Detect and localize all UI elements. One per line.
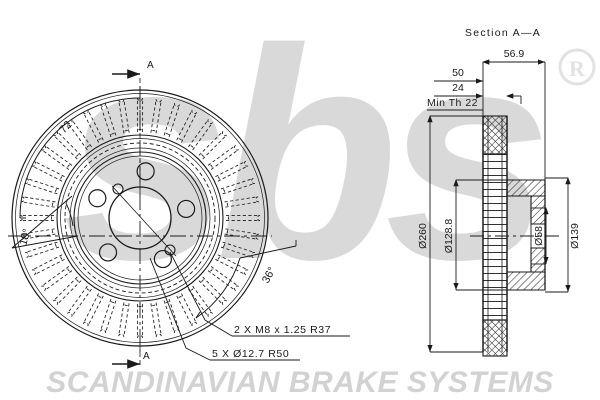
centre-lines [8,86,272,352]
cooling-vane [21,228,56,240]
cooling-vane [53,276,82,305]
cooling-vane [41,266,73,291]
wheel-bolt-hole [88,189,107,208]
dimension-label-50: 50 [452,67,464,79]
wheel-bolt-hole [177,199,196,219]
cooling-vane [150,99,162,134]
dimension-56-9 [482,59,546,180]
dimension-label-24: 24 [452,82,464,94]
cooling-vane [188,119,213,151]
bolt-hole-callout-label: 5 X Ø12.7 R50 [212,348,289,360]
friction-ring-upper [482,115,508,155]
cooling-vane [31,160,65,182]
angle-label-18: 18° [17,228,33,247]
threaded-hole-callout-label: 2 X M8 x 1.25 R37 [234,324,331,336]
cooling-vane [215,160,249,182]
wheel-bolt-hole [153,249,172,269]
friction-ring-section [482,116,508,352]
cooling-vane [24,241,60,258]
threaded-hole-group [112,183,176,256]
rotor-section-view [470,115,563,357]
section-label-bottom-a: A [143,351,150,362]
cooling-vane [82,293,104,327]
svg-text:R: R [569,56,586,81]
dimension-label-diameter-260: Ø260 [417,223,429,249]
cooling-vane [118,99,130,134]
cooling-vane [67,285,92,317]
cooling-vane [163,102,180,138]
dimension-label-min-thickness: Min Th 22 [427,97,478,109]
cooling-vane [67,119,92,151]
dimension-label-diameter-128-8: Ø128.8 [443,219,455,254]
cooling-vane-group [19,97,261,339]
cooling-vane [176,293,198,327]
section-view-title: Section A—A [465,27,541,39]
dimension-diameter-139 [545,177,571,293]
cooling-vane [176,109,198,143]
cooling-vane [19,214,55,222]
dimension-diameter-58 [531,207,549,265]
dimension-diameter-128-8 [453,179,507,291]
cooling-vane [136,303,144,339]
cooling-vane [207,266,239,291]
wheel-bolt-hole [98,243,118,262]
cooling-vane [100,298,117,334]
cooling-vane [41,145,73,170]
cooling-vane [188,285,213,317]
dimension-label-diameter-58: Ø58 [533,226,545,246]
cooling-vane [220,241,256,258]
dimension-24 [434,93,522,104]
registered-trademark-icon: R [558,48,596,86]
wheel-bolt-hole-group [88,162,196,269]
angle-dimension-72 [19,97,141,219]
angle-dimension-18 [11,195,79,249]
cooling-vane [225,214,261,222]
cooling-vane [198,276,227,305]
cooling-vane [224,196,259,208]
cooling-vane [215,254,249,276]
section-marker-bottom: A [112,336,150,369]
wheel-bolt-hole [136,162,155,181]
cooling-vane [118,302,130,337]
cooling-vane [24,178,60,195]
hub-section [506,179,546,291]
cooling-vane [207,145,239,170]
section-label-top-a: A [147,60,154,71]
friction-ring-lower [482,319,508,357]
cooling-vane [224,228,259,240]
cooling-vane [220,178,256,195]
watermark-logo: sbs [63,0,558,322]
cooling-vane [150,302,162,337]
brand-footer: SCANDINAVIAN BRAKE SYSTEMS [46,366,554,399]
rotor-face-view [8,86,272,352]
cooling-vane [31,254,65,276]
svg-text:sbs: sbs [63,0,544,322]
dimension-label-56-9: 56.9 [504,48,525,60]
cooling-vane [21,196,56,208]
callout-leaders [149,251,350,361]
cooling-vane [198,131,227,160]
dimension-label-diameter-139: Ø139 [569,223,581,249]
dimension-diameter-260 [427,115,483,353]
